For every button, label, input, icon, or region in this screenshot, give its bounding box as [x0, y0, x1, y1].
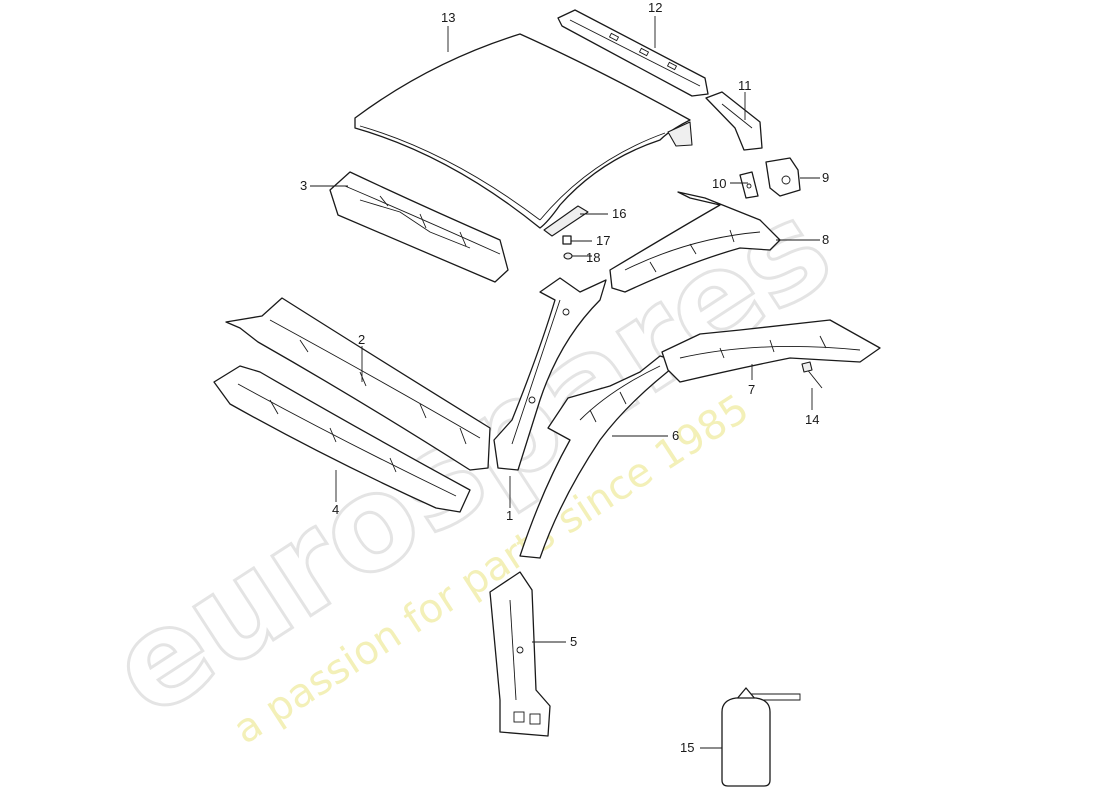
callout-18: 18: [586, 250, 600, 265]
callout-labels: 13 12 11 9 10 3 16 17 18 8 2 4 1 6 7 14 …: [300, 0, 829, 755]
roof-panel-part[interactable]: [354, 33, 693, 229]
windscreen-frame-upper-part[interactable]: [225, 297, 491, 471]
spacer-part[interactable]: [562, 235, 572, 245]
callout-15: 15: [680, 740, 694, 755]
callout-8: 8: [822, 232, 829, 247]
callout-14: 14: [805, 412, 819, 427]
b-pillar-arch-part[interactable]: [519, 355, 681, 559]
front-roof-frame-part[interactable]: [329, 171, 509, 283]
screw-part[interactable]: [801, 361, 823, 389]
aerosol-can-part[interactable]: [721, 687, 801, 787]
callout-10: 10: [712, 176, 726, 191]
mounting-plate-part[interactable]: [739, 171, 759, 199]
nut-part[interactable]: [563, 252, 573, 260]
leader-lines: [310, 16, 820, 749]
callout-5: 5: [570, 634, 577, 649]
callout-6: 6: [672, 428, 679, 443]
windscreen-frame-lower-part[interactable]: [213, 365, 471, 513]
mounting-bracket-part[interactable]: [765, 157, 801, 197]
callout-16: 16: [612, 206, 626, 221]
callout-12: 12: [648, 0, 662, 15]
callout-9: 9: [822, 170, 829, 185]
callout-17: 17: [596, 233, 610, 248]
callout-4: 4: [332, 502, 339, 517]
callout-11: 11: [738, 78, 752, 93]
callout-13: 13: [441, 10, 455, 25]
a-pillar-part[interactable]: [493, 277, 607, 471]
rear-roof-cross-member-part[interactable]: [557, 9, 709, 97]
callout-1: 1: [506, 508, 513, 523]
lower-pillar-part[interactable]: [489, 571, 551, 737]
rear-quarter-rail-part[interactable]: [661, 319, 881, 383]
callout-7: 7: [748, 382, 755, 397]
rear-side-rail-part[interactable]: [609, 191, 781, 293]
roof-bracket-part[interactable]: [705, 91, 763, 151]
callout-2: 2: [358, 332, 365, 347]
callout-3: 3: [300, 178, 307, 193]
clip-part[interactable]: [543, 205, 589, 237]
